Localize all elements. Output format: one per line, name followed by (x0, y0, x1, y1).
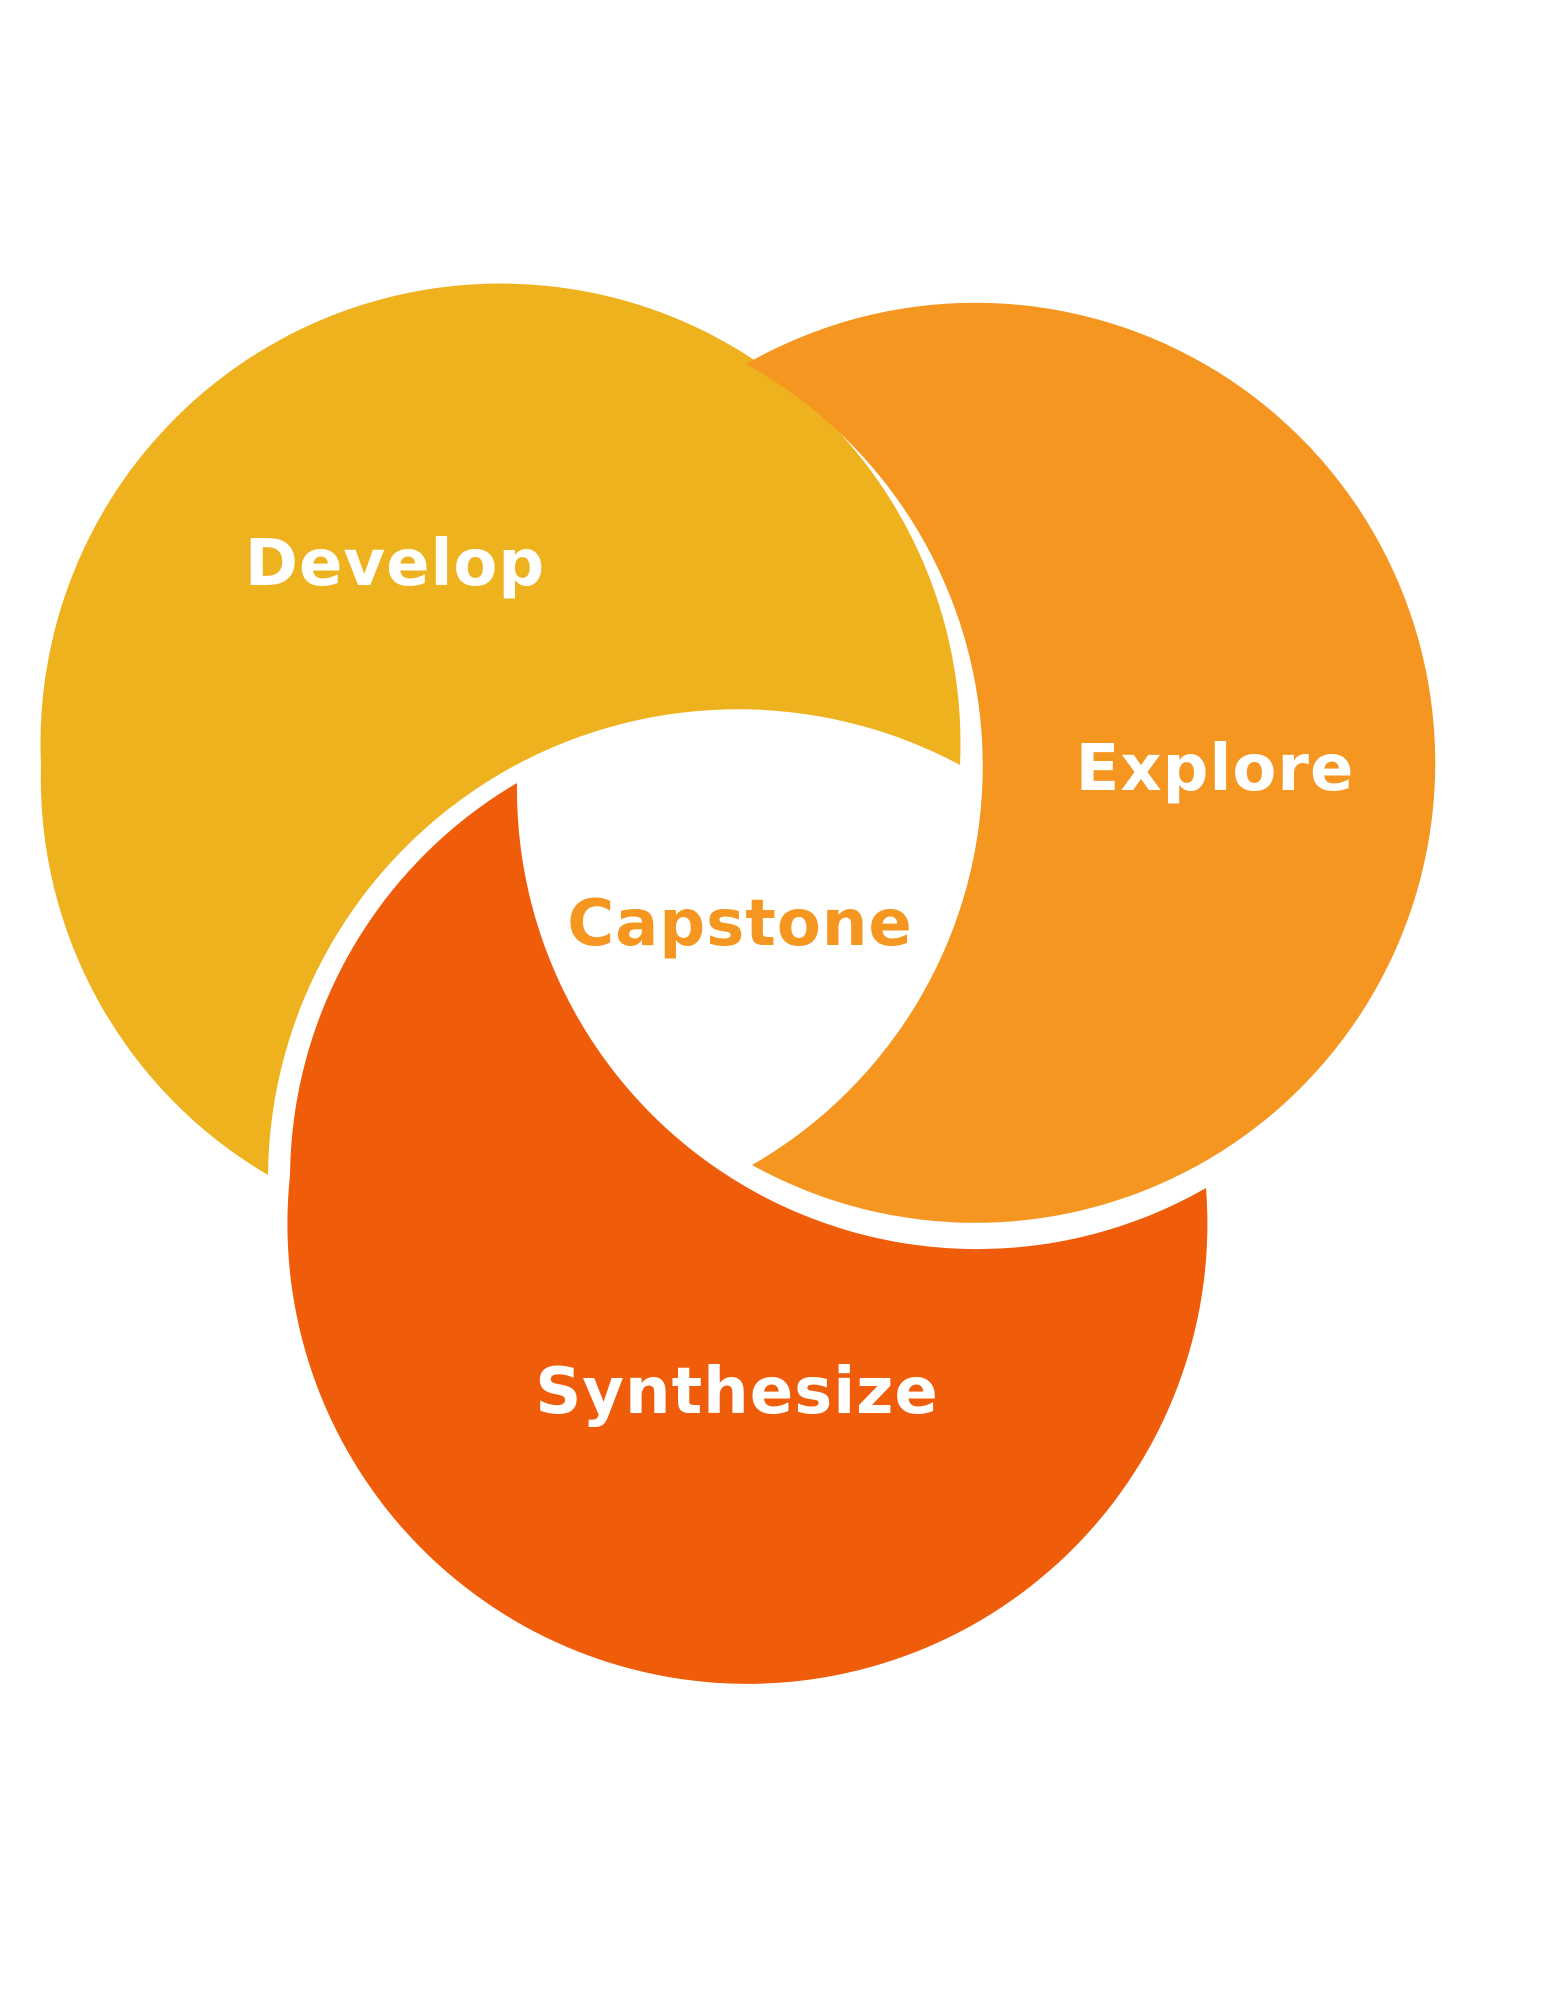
synthesize-label: Synthesize (535, 1355, 939, 1429)
develop-segment (40, 283, 961, 1175)
explore-shape (746, 302, 1436, 1223)
synthesize-shape (287, 783, 1208, 1684)
explore-label: Explore (1076, 732, 1355, 806)
capstone-label: Capstone (567, 887, 913, 961)
develop-shape (40, 283, 961, 1175)
explore-segment (746, 302, 1436, 1223)
synthesize-segment (287, 783, 1208, 1684)
develop-label: Develop (245, 527, 545, 601)
